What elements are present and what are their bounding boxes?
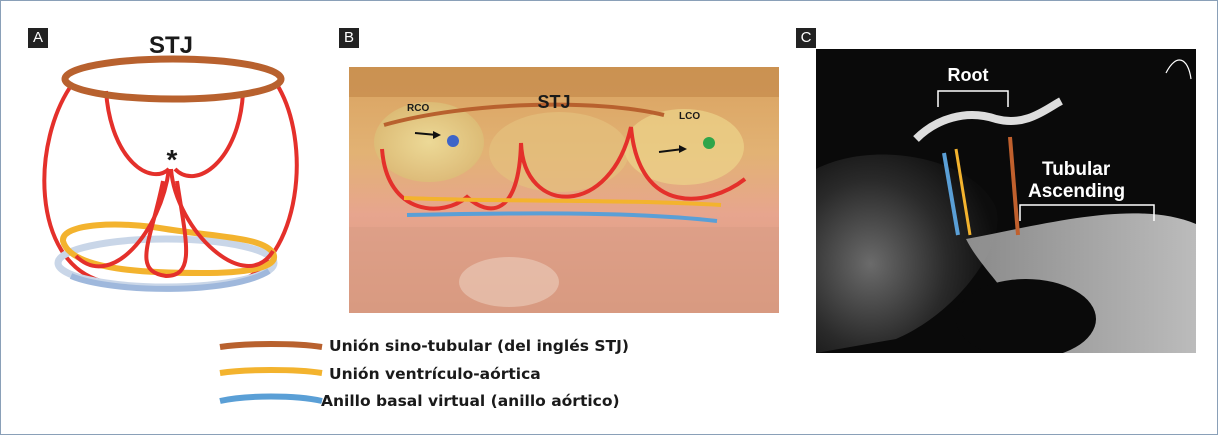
sinus-curve-right-inner	[175, 93, 243, 176]
sinus-middle	[489, 112, 629, 192]
legend-swatch-ventriculo-aortic	[220, 370, 322, 373]
legend-label-ventriculo-aortic: Unión ventrículo-aórtica	[329, 365, 541, 383]
ascending-label: Ascending	[1028, 181, 1125, 202]
legend-label-stj: Unión sino-tubular (del inglés STJ)	[329, 337, 629, 355]
tubular-label: Tubular	[1042, 159, 1111, 180]
legend-swatch-stj	[220, 344, 322, 347]
panel-a-diagram: STJ *	[1, 1, 321, 321]
lco-label: LCO	[679, 111, 700, 122]
stj-ring	[65, 59, 281, 99]
legend-swatches	[216, 331, 326, 411]
root-label: Root	[948, 65, 989, 85]
sinus-curve-left-inner	[106, 91, 169, 174]
panel-c-label: C	[796, 28, 816, 48]
rco-label: RCO	[407, 103, 429, 114]
photo-highlight	[459, 257, 559, 307]
panel-a-stj-label: STJ	[149, 32, 193, 59]
panel-b-label: B	[339, 28, 359, 48]
panel-b-stj-label: STJ	[537, 92, 570, 112]
panel-c-echo: Root Tubular Ascending	[816, 49, 1196, 353]
legend-label-basal-ring: Anillo basal virtual (anillo aórtico)	[321, 392, 620, 410]
apex-marker: *	[167, 144, 178, 175]
lco-ostium	[703, 137, 715, 149]
photo-lower-tissue	[349, 227, 779, 313]
legend-swatch-basal-ring	[220, 397, 322, 402]
panel-b-photo: STJ RCO LCO	[349, 67, 779, 313]
rco-ostium	[447, 135, 459, 147]
